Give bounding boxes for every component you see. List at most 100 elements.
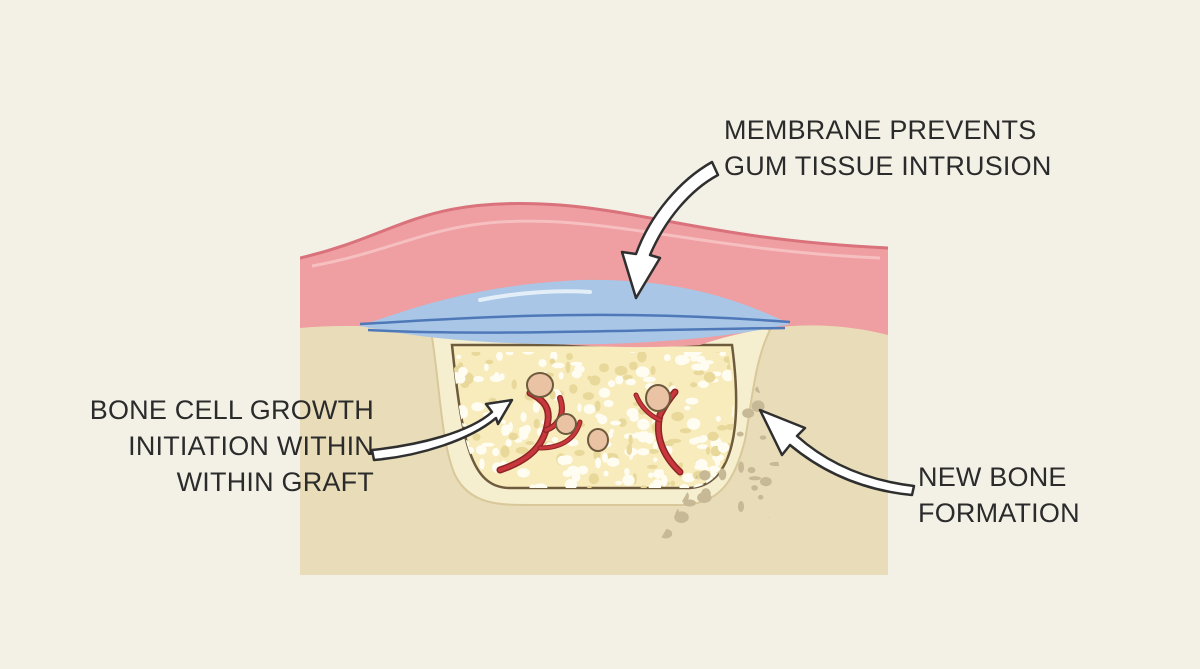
graft-granule (481, 442, 495, 447)
graft-granule (456, 354, 462, 359)
new-bone-spot (748, 476, 762, 481)
new-bone-label-line-1: NEW BONE (918, 462, 1067, 492)
graft-granule (505, 439, 512, 447)
graft-granule (629, 361, 638, 371)
graft-granule (679, 483, 690, 488)
gum-edge (300, 201, 888, 260)
graft-granule (515, 446, 529, 455)
graft-granule (628, 434, 633, 446)
membrane-label-line-2: GUM TISSUE INTRUSION (724, 151, 1052, 181)
graft-granule (698, 380, 709, 388)
graft-granule (511, 379, 517, 390)
graft-granule (549, 358, 556, 365)
new-bone-spot (751, 400, 765, 413)
graft-granule (517, 468, 530, 478)
new-bone-spot (718, 468, 727, 481)
new-bone-spot (699, 470, 711, 481)
graft-granule (520, 412, 527, 422)
graft-granule (522, 424, 531, 435)
graft-granule (501, 419, 507, 424)
new-bone-spot (674, 511, 689, 523)
graft-granule (717, 442, 730, 453)
graft-granule (514, 438, 523, 443)
graft-granule (663, 354, 671, 362)
graft-granule (508, 432, 519, 441)
graft-granule (499, 373, 505, 381)
graft-granule (594, 400, 601, 412)
graft-granule (566, 353, 573, 360)
graft-granule (557, 455, 570, 466)
new-bone-spot (758, 494, 764, 500)
graft-granule (609, 428, 614, 434)
graft-granule (485, 359, 494, 365)
graft-granule (456, 373, 466, 384)
graft-granule (593, 449, 601, 460)
graft-granule (529, 484, 536, 488)
graft-granule (693, 370, 705, 376)
graft-granule (587, 485, 592, 488)
graft-granule (648, 482, 661, 488)
graft-granule (690, 352, 703, 356)
graft-granule (731, 410, 734, 419)
graft-granule (706, 446, 710, 455)
new-bone-spot (760, 477, 772, 487)
membrane-line-bottom (367, 326, 786, 334)
new-bone-spot (751, 485, 758, 491)
graft-granule (707, 431, 719, 441)
graft-granule (610, 420, 622, 426)
graft-granule (671, 411, 684, 422)
graft-granule (629, 414, 639, 422)
graft-granule (622, 474, 635, 486)
new-bone-formation-label: NEW BONE FORMATION (918, 459, 1080, 531)
graft-granule (558, 372, 564, 380)
graft-granule (650, 365, 656, 375)
graft-granule (647, 464, 658, 469)
membrane-label-line-1: MEMBRANE PREVENTS (724, 115, 1037, 145)
graft-granule (489, 374, 503, 383)
graft-granule (679, 428, 692, 434)
graft-granule (637, 418, 650, 431)
new-bone-arrow (758, 408, 916, 497)
graft-granule (670, 480, 676, 486)
membrane-arrow (620, 160, 720, 300)
bone-cells (526, 372, 671, 452)
graft-granule (571, 472, 581, 482)
membrane (360, 279, 790, 345)
graft-granule (684, 405, 691, 411)
graft-granule (538, 359, 547, 368)
bone-cell (555, 413, 577, 435)
graft-granule (725, 423, 734, 431)
growth-label-line-1: BONE CELL GROWTH (89, 395, 374, 425)
graft-granule (618, 418, 627, 427)
growth-label-line-3: WITHIN GRAFT (176, 467, 374, 497)
bone-cell (587, 428, 609, 452)
bone-cell-growth-label: BONE CELL GROWTH INITIATION WITHIN WITHI… (90, 392, 374, 500)
graft-granule (564, 478, 578, 488)
membrane-highlight (478, 289, 592, 302)
graft-granule (599, 363, 609, 373)
graft-granule (603, 400, 614, 408)
graft-granule (505, 352, 514, 356)
arrows (370, 160, 916, 497)
graft-granule (551, 436, 558, 443)
graft-granule (479, 458, 485, 470)
new-bone-spot (747, 467, 756, 474)
graft-granule (606, 457, 620, 467)
graft-granule (648, 472, 654, 479)
graft-granule (685, 397, 699, 405)
graft-granule (689, 438, 699, 445)
graft-granule (588, 473, 600, 485)
graft-granule (597, 415, 608, 425)
graft-granule (496, 352, 503, 361)
membrane-line-top (359, 313, 791, 326)
graft-granule (583, 404, 596, 415)
bone-cell (526, 372, 554, 398)
graft-granule (648, 449, 659, 454)
graft-granule (661, 475, 668, 487)
graft-granule (473, 376, 484, 383)
graft-granule (475, 445, 487, 455)
graft-granule (577, 465, 588, 475)
graft-granule (653, 469, 665, 479)
graft-granule (682, 473, 696, 483)
graft-granule (571, 369, 582, 379)
